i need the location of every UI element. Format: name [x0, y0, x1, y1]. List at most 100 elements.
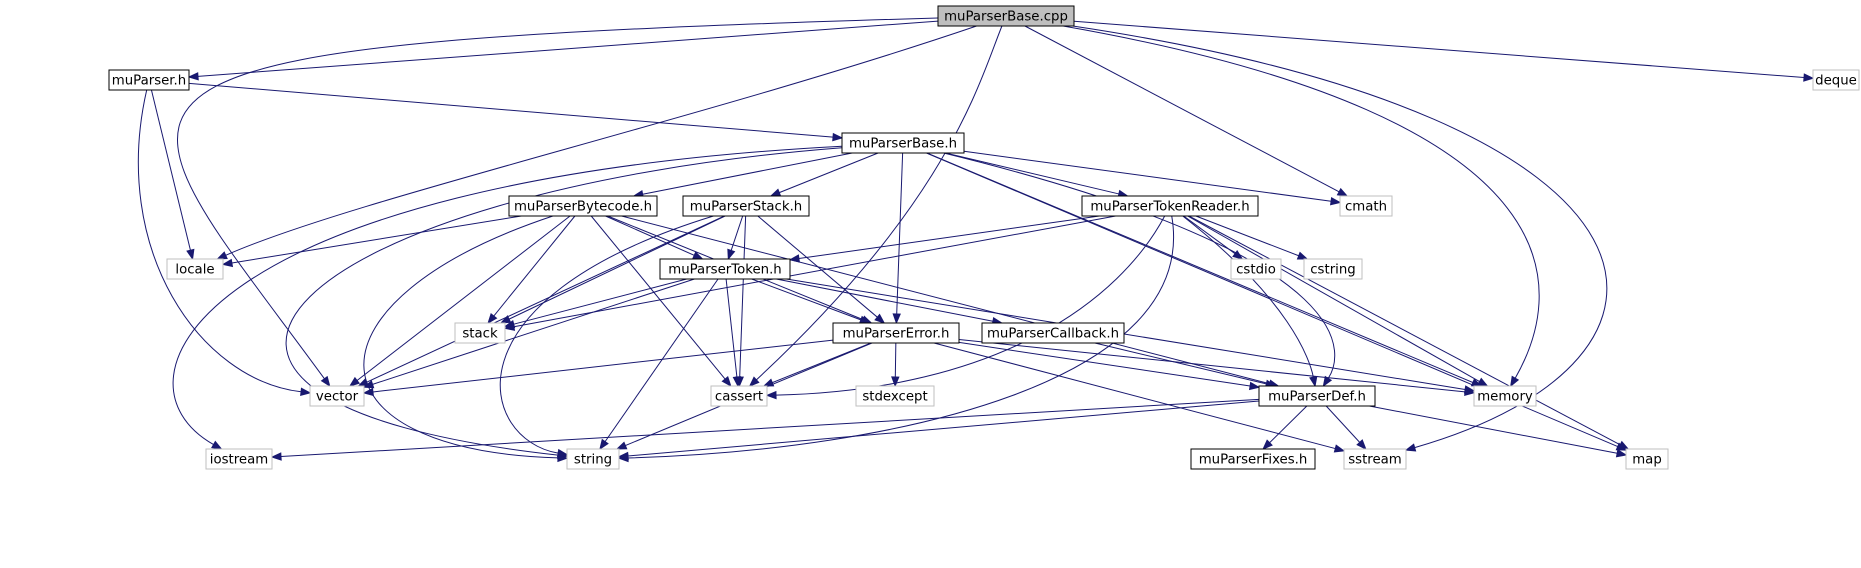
edge-arrowhead: [1336, 187, 1349, 197]
edge-line: [508, 215, 726, 320]
node-label: string: [574, 453, 612, 468]
edge-muparsererror-h-to-sstream: [933, 342, 1346, 453]
edge-line: [513, 215, 1116, 328]
edge-line: [1325, 405, 1361, 443]
node-muparserfixes-h[interactable]: muParserFixes.h: [1190, 448, 1316, 470]
edge-line: [1024, 25, 1340, 193]
edge-line: [366, 215, 725, 383]
node-label: stdexcept: [862, 390, 927, 405]
node-muparsererror-h[interactable]: muParserError.h: [832, 322, 960, 344]
edge-arrowhead: [891, 376, 900, 388]
edge-arrowhead: [270, 452, 282, 461]
node-stdexcept: stdexcept: [855, 385, 935, 407]
edge-line: [751, 278, 862, 321]
node-muparserbytecode-h[interactable]: muParserBytecode.h: [508, 195, 658, 217]
edge-muparserbytecode-h-to-stack: [487, 215, 576, 325]
edge-line: [285, 147, 843, 456]
edge-muparserbase-cpp-to-locale: [216, 25, 977, 260]
edge-arrowhead: [211, 440, 223, 450]
node-label: muParserDef.h: [1268, 390, 1366, 405]
edge-line: [739, 215, 747, 378]
edge-muparsertokenreader-h-to-muparsertoken-h: [788, 215, 1100, 263]
node-box: [309, 385, 365, 407]
edge-muparserbase-h-to-cmath: [963, 150, 1342, 206]
edge-line: [730, 215, 744, 251]
edge-muparserbase-cpp-to-memory: [1063, 25, 1540, 388]
edge-arrowhead: [599, 438, 609, 451]
edge-muparser-h-to-locale: [150, 89, 195, 261]
node-box: [1303, 258, 1363, 280]
edge-line: [356, 215, 571, 381]
edge-muparserbase-h-to-muparserstack-h: [769, 152, 879, 197]
edge-arrowhead: [1333, 444, 1346, 453]
edge-line: [176, 17, 939, 380]
edge-muparsertokenreader-h-to-memory: [1187, 215, 1489, 387]
edge-muparsertokenreader-h-to-map: [1188, 215, 1630, 450]
edge-arrowhead: [221, 258, 234, 268]
node-muparserbase-h[interactable]: muParserBase.h: [841, 132, 965, 154]
edge-muparserstack-h-to-muparsererror-h: [757, 215, 886, 324]
edge-muparserstack-h-to-cassert: [735, 215, 747, 388]
node-label: cstring: [1310, 263, 1355, 278]
edge-muparserbytecode-h-to-vector: [348, 215, 571, 387]
edge-line: [1094, 342, 1267, 385]
node-box: [710, 385, 768, 407]
edge-arrowhead: [1296, 251, 1309, 260]
edge-arrowhead: [499, 315, 512, 324]
edge-arrowhead: [1309, 375, 1318, 388]
edge-line: [1183, 215, 1236, 255]
edge-arrowhead: [1803, 73, 1815, 82]
edge-muparsertokenreader-h-to-cstdio: [1183, 215, 1244, 260]
edge-line: [1269, 405, 1308, 444]
node-box: [454, 322, 506, 344]
edge-arrowhead: [765, 390, 777, 400]
node-muparserstack-h[interactable]: muParserStack.h: [682, 195, 810, 217]
node-box: [682, 195, 810, 217]
node-label: muParserFixes.h: [1199, 453, 1308, 468]
edge-line: [945, 152, 1119, 195]
edge-arrowhead: [320, 375, 331, 388]
edge-muparsertoken-h-to-stack: [503, 278, 687, 329]
edge-muparserbase-h-to-muparserbytecode-h: [632, 152, 853, 199]
edge-arrowhead: [748, 376, 760, 387]
edge-arrowhead: [721, 375, 732, 388]
edge-muparsercallback-h-to-muparserdef-h: [1094, 342, 1277, 388]
node-label: muParser.h: [112, 74, 186, 89]
node-label: muParserToken.h: [668, 263, 781, 278]
node-label: cmath: [1345, 200, 1387, 215]
edge-line: [280, 398, 1260, 458]
edge-muparsererror-h-to-vector: [362, 339, 834, 397]
edge-muparserbase-h-to-muparsererror-h: [892, 152, 904, 325]
edge-muparserstack-h-to-muparsertoken-h: [727, 215, 744, 261]
node-muparsercallback-h[interactable]: muParserCallback.h: [981, 322, 1125, 344]
edge-muparserstack-h-to-stack: [499, 215, 726, 324]
edge-arrowhead: [615, 441, 628, 450]
edge-line: [1369, 405, 1618, 454]
node-label: map: [1632, 453, 1662, 468]
node-muparser-h[interactable]: muParser.h: [108, 69, 190, 91]
edge-line: [772, 342, 872, 384]
node-iostream: iostream: [205, 448, 273, 470]
node-label: sstream: [1348, 453, 1402, 468]
edge-line: [642, 152, 853, 195]
node-muparsertoken-h[interactable]: muParserToken.h: [659, 258, 791, 280]
edge-muparserbase-cpp-to-cmath: [1024, 25, 1349, 197]
node-label: deque: [1815, 74, 1857, 89]
edge-arrowhead: [1464, 387, 1476, 397]
edge-muparsertoken-h-to-string: [599, 278, 719, 451]
edge-arrowhead: [362, 380, 375, 389]
node-box: [1625, 448, 1669, 470]
node-box: [166, 258, 224, 280]
node-label: iostream: [210, 453, 268, 468]
edge-arrowhead: [617, 451, 629, 461]
node-muparserdef-h[interactable]: muParserDef.h: [1258, 385, 1376, 407]
node-label: cstdio: [1236, 263, 1276, 278]
node-muparserbase-cpp[interactable]: muParserBase.cpp: [937, 5, 1075, 27]
node-muparsertokenreader-h[interactable]: muParserTokenReader.h: [1081, 195, 1259, 217]
node-box: [981, 322, 1125, 344]
edge-line: [372, 339, 834, 393]
node-label: muParserBase.cpp: [944, 10, 1068, 25]
node-box: [1258, 385, 1376, 407]
edge-arrowhead: [1477, 377, 1489, 387]
